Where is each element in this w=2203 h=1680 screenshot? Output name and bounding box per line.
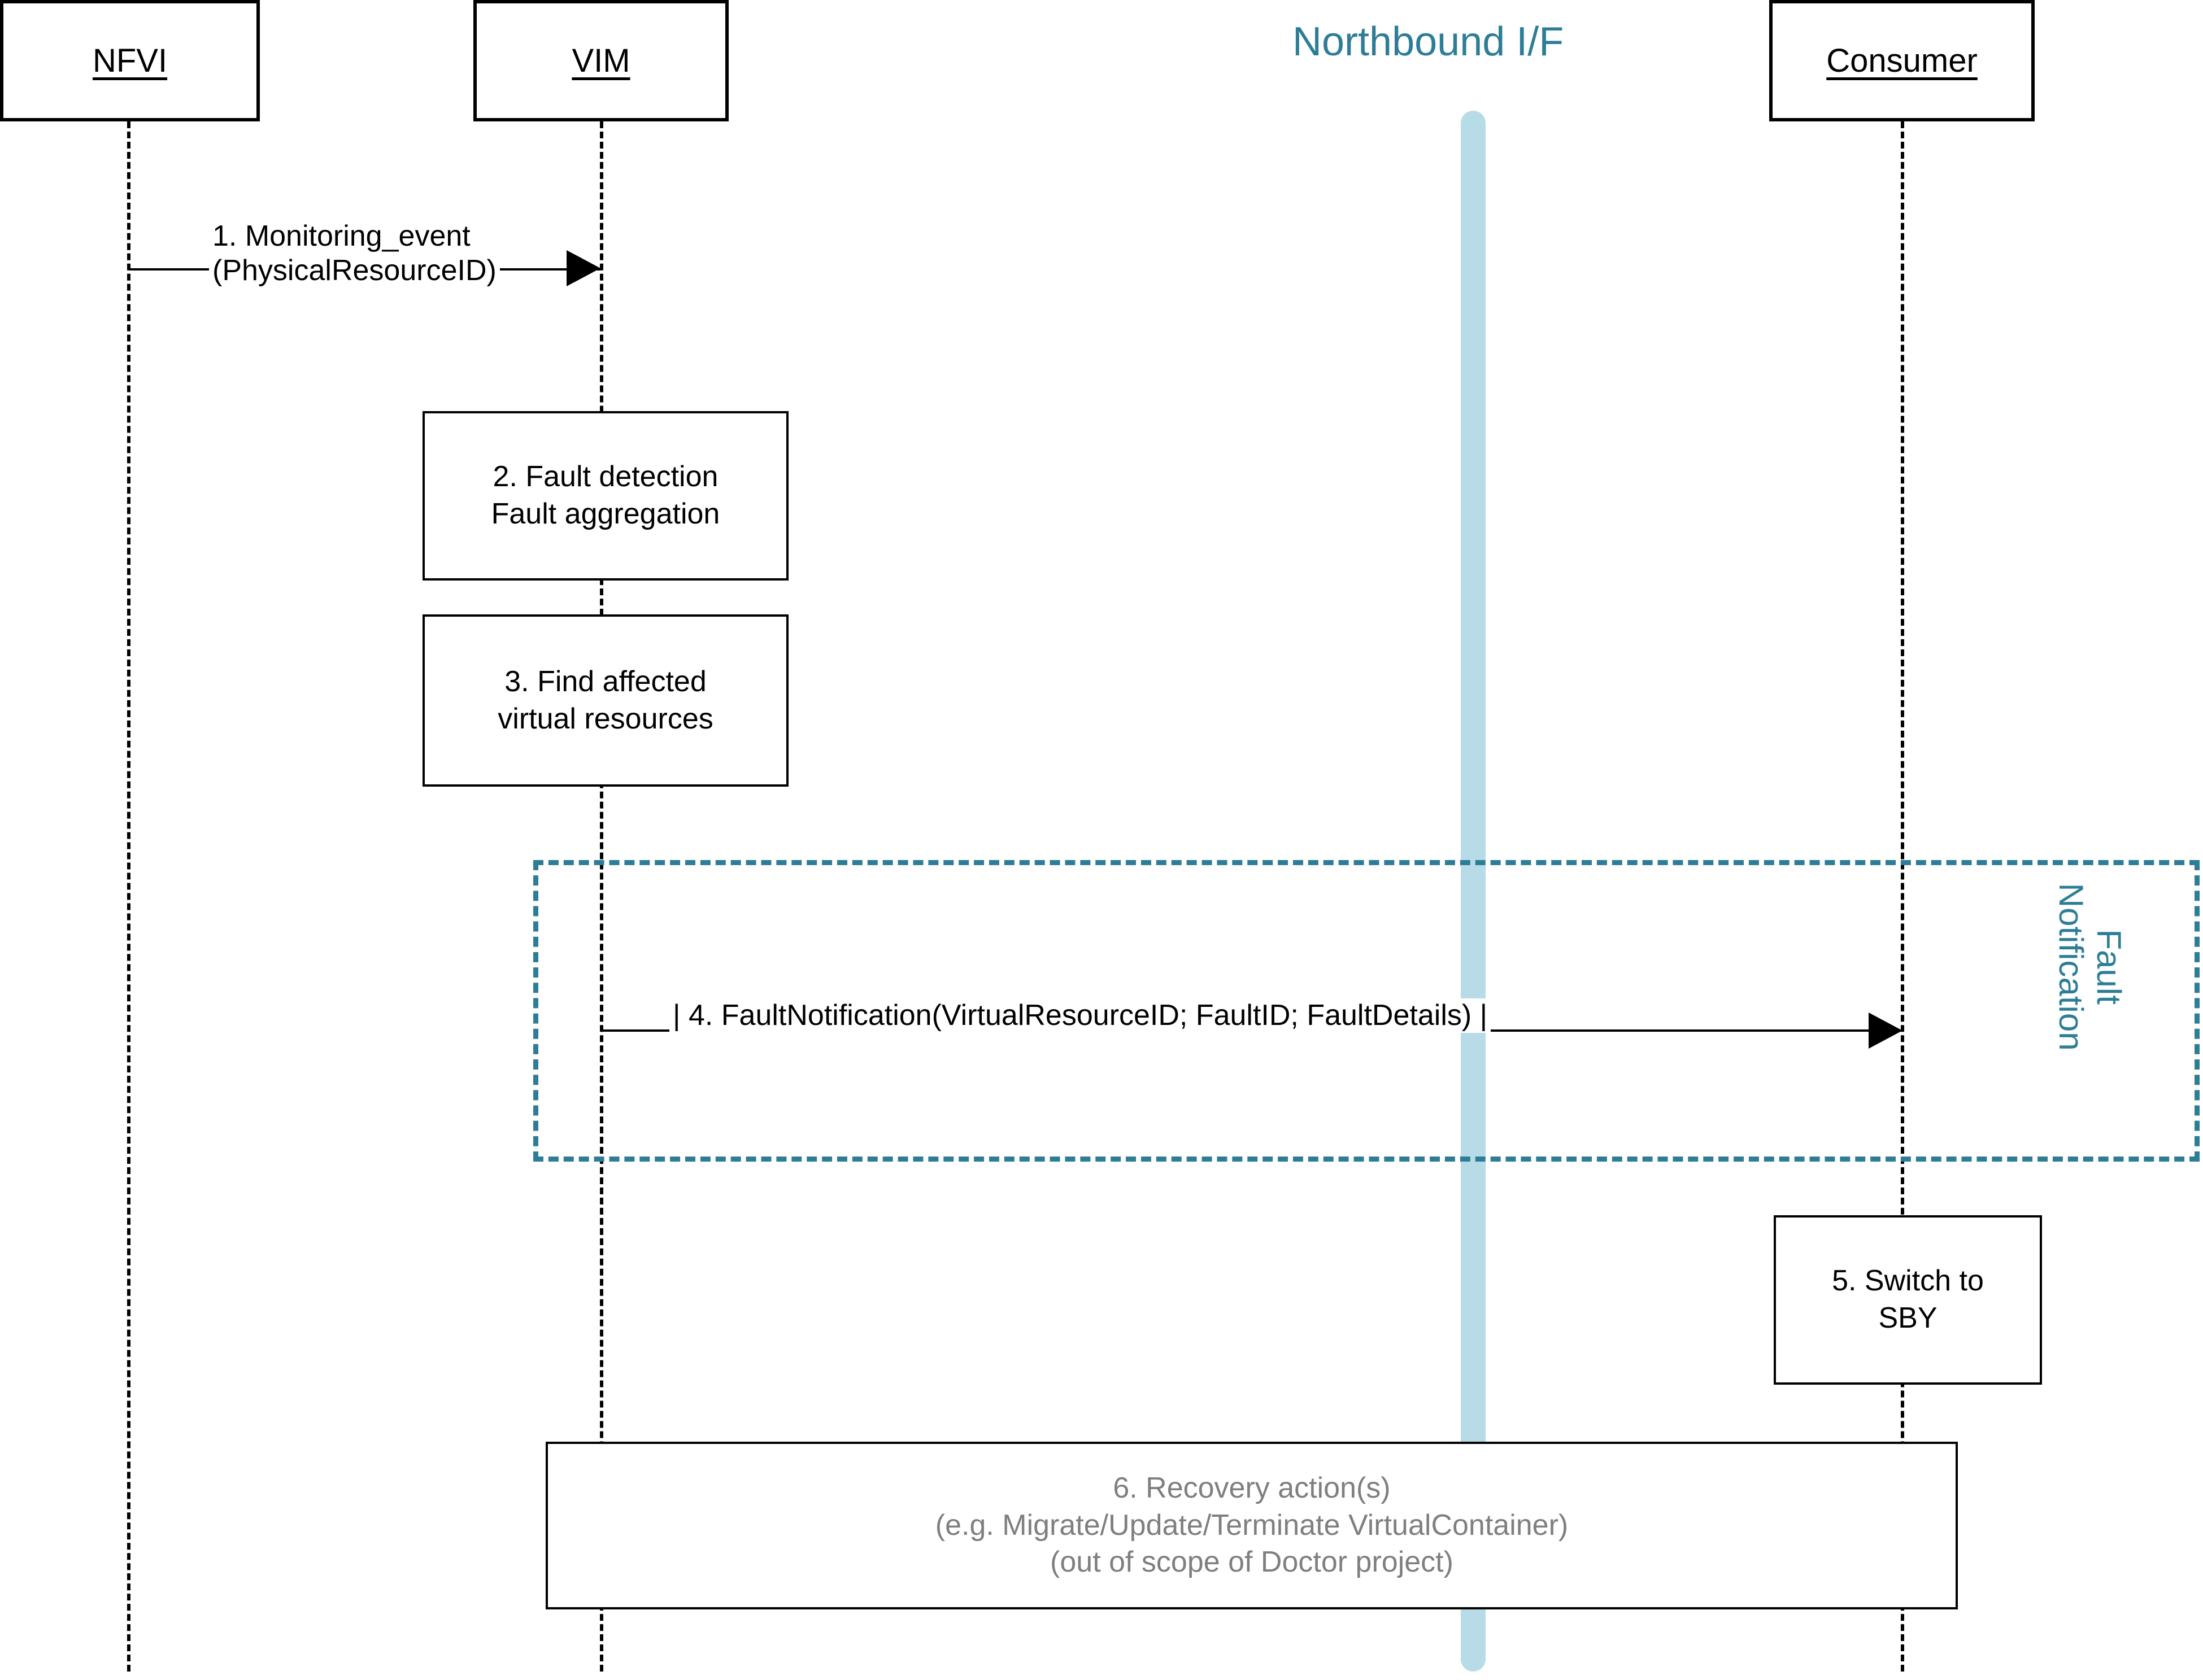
process-box-recovery-actions[interactable]: 6. Recovery action(s) (e.g. Migrate/Upda… bbox=[546, 1442, 1958, 1609]
process-box-5-line1: 5. Switch to bbox=[1832, 1264, 1984, 1298]
lifeline-vim bbox=[600, 121, 603, 1672]
process-box-6-line1: 6. Recovery action(s) bbox=[1113, 1472, 1391, 1505]
message-1-arrowhead bbox=[567, 250, 600, 286]
process-box-6-line3: (out of scope of Doctor project) bbox=[1050, 1546, 1453, 1579]
process-box-2-line2: Fault aggregation bbox=[491, 498, 720, 530]
fault-notification-frame bbox=[533, 860, 2200, 1162]
process-box-3-line2: virtual resources bbox=[498, 702, 713, 735]
process-box-6-line2: (e.g. Migrate/Update/Terminate VirtualCo… bbox=[935, 1508, 1569, 1542]
process-box-3-line1: 3. Find affected bbox=[504, 665, 707, 698]
actor-label-vim: VIM bbox=[572, 42, 630, 79]
actor-box-vim[interactable]: VIM bbox=[473, 0, 729, 121]
actor-box-nfvi[interactable]: NFVI bbox=[0, 0, 260, 121]
process-box-2-line1: 2. Fault detection bbox=[493, 460, 719, 494]
process-box-fault-detection[interactable]: 2. Fault detection Fault aggregation bbox=[423, 411, 789, 581]
message-1-label-line2: (PhysicalResourceID) bbox=[212, 254, 497, 287]
message-4-arrowhead bbox=[1869, 1013, 1902, 1049]
process-box-switch-to-sby[interactable]: 5. Switch to SBY bbox=[1774, 1215, 2042, 1385]
frame-label-line2: Notification bbox=[2052, 883, 2090, 1051]
frame-label-line1: Fault bbox=[2090, 929, 2128, 1005]
northbound-interface-bar bbox=[1461, 111, 1486, 1672]
lifeline-consumer bbox=[1901, 121, 1904, 1672]
actor-label-nfvi: NFVI bbox=[92, 42, 168, 79]
process-box-5-line2: SBY bbox=[1878, 1302, 1938, 1334]
lifeline-nfvi bbox=[127, 121, 130, 1672]
message-1-label-line1: 1. Monitoring_event bbox=[212, 220, 471, 252]
fault-notification-frame-label: Fault Notification bbox=[2052, 854, 2128, 1080]
process-box-find-affected-resources[interactable]: 3. Find affected virtual resources bbox=[423, 614, 789, 787]
message-1-label: 1. Monitoring_event (PhysicalResourceID) bbox=[209, 219, 500, 289]
actor-box-consumer[interactable]: Consumer bbox=[1769, 0, 2035, 121]
northbound-interface-title: Northbound I/F bbox=[1292, 19, 1564, 64]
message-4-label: | 4. FaultNotification(VirtualResourceID… bbox=[669, 998, 1491, 1033]
actor-label-consumer: Consumer bbox=[1826, 42, 1978, 79]
